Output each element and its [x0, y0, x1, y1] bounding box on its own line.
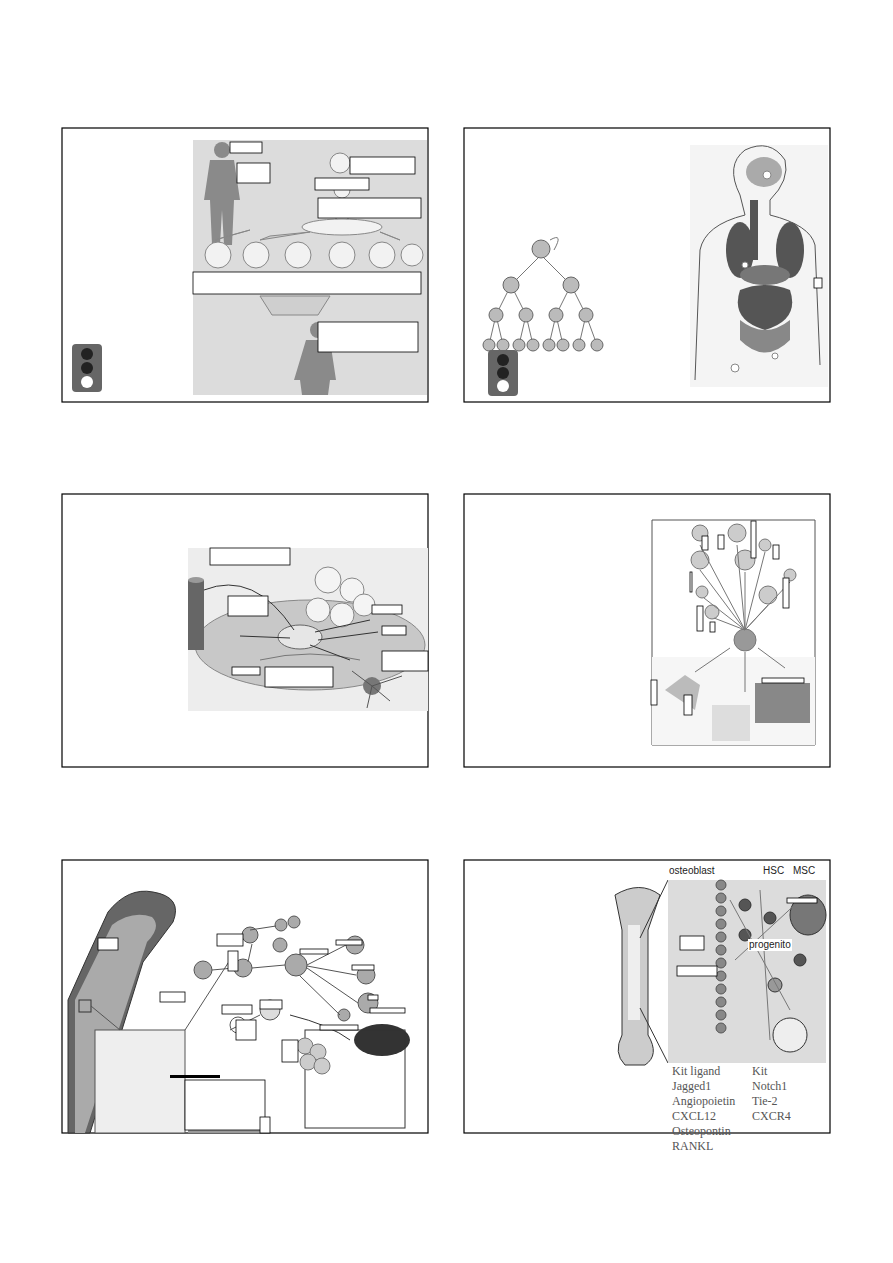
traffic-light — [488, 350, 518, 396]
cell-label: HSC — [762, 865, 785, 877]
traffic-light — [72, 344, 102, 392]
molecule-name: Kit — [752, 1065, 767, 1079]
molecule-name: Kit ligand — [672, 1065, 720, 1079]
cell-label: MSC — [792, 865, 816, 877]
molecule-name: Tie-2 — [752, 1095, 778, 1109]
molecule-name: Jagged1 — [672, 1080, 711, 1094]
molecule-name: Angiopoietin — [672, 1095, 735, 1109]
molecule-name: Osteopontin — [672, 1125, 731, 1139]
molecule-name: CXCL12 — [672, 1110, 716, 1124]
molecule-name: RANKL — [672, 1140, 713, 1154]
molecule-name: Notch1 — [752, 1080, 787, 1094]
cell-label: osteoblast — [668, 865, 716, 877]
cell-label: progenito — [748, 939, 792, 951]
molecule-name: CXCR4 — [752, 1110, 791, 1124]
